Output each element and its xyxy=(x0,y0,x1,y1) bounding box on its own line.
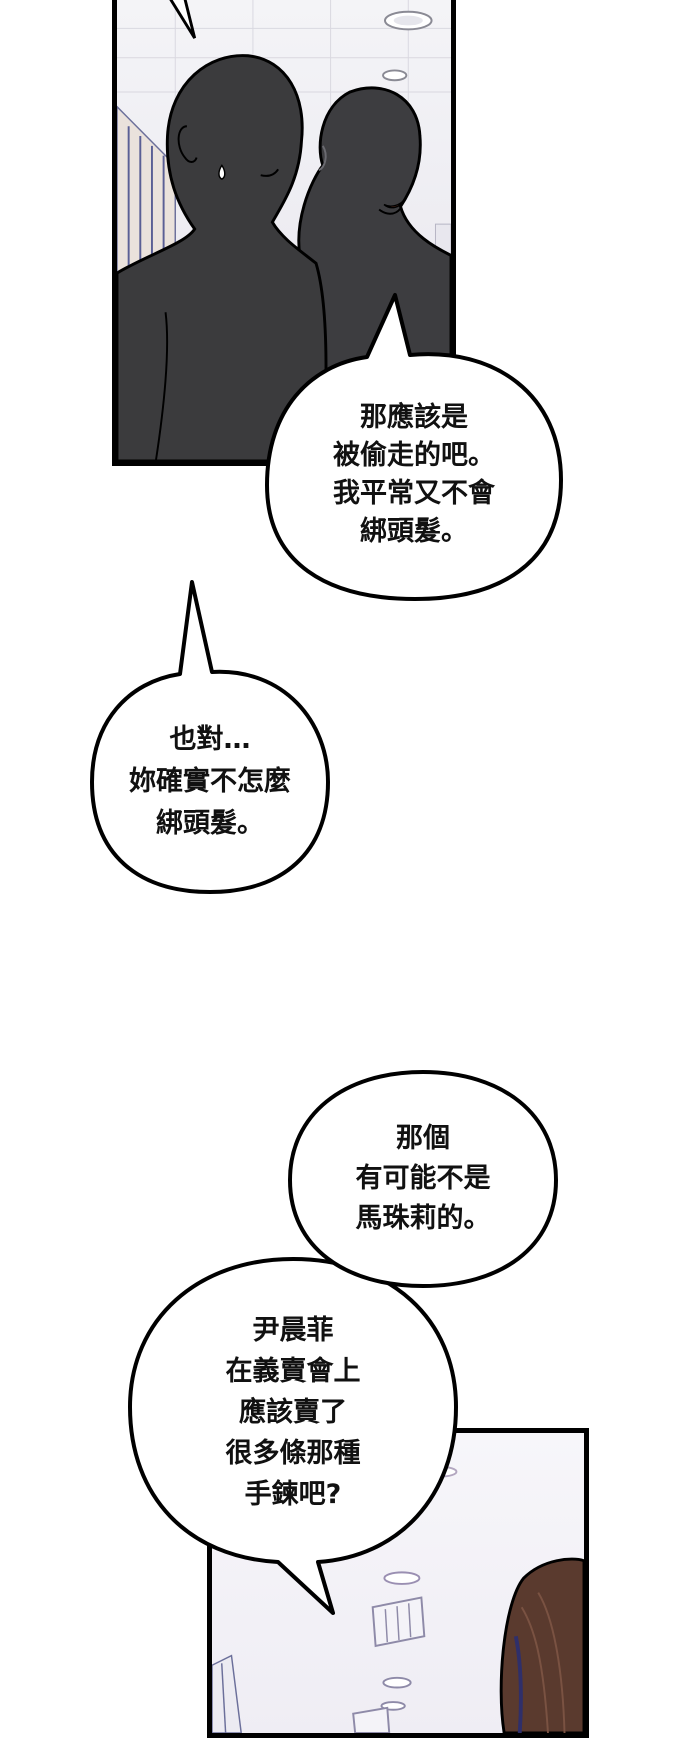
bubble-4-line: 尹晨菲 xyxy=(252,1314,334,1346)
ceiling-light-icon xyxy=(383,1571,421,1585)
speech-bubble-4: 尹晨菲 在義賣會上 應該賣了 很多條那種 手鍊吧? xyxy=(128,1257,458,1615)
ceiling-light-icon xyxy=(384,10,433,31)
bubble-shape xyxy=(90,580,330,894)
bubble-4-text: 尹晨菲 在義賣會上 應該賣了 很多條那種 手鍊吧? xyxy=(128,1297,458,1527)
bubble-shape xyxy=(128,1257,458,1615)
speech-bubble-1: 那應該是 被偷走的吧。 我平常又不會 綁頭髮。 xyxy=(265,293,563,601)
bubble-2-line: 妳確實不怎麼 xyxy=(129,766,291,797)
bubble-1-line: 那應該是 xyxy=(360,402,468,433)
girl-hair xyxy=(499,1557,584,1733)
ceiling-light-icon xyxy=(382,69,408,82)
bubble-3-line: 有可能不是 xyxy=(355,1163,491,1194)
ceiling-vent xyxy=(352,1706,391,1733)
bubble-1-line: 被偷走的吧。 xyxy=(333,440,495,471)
speech-bubble-2: 也對… 妳確實不怎麼 綁頭髮。 xyxy=(88,580,332,894)
bubble-1-line: 綁頭髮。 xyxy=(360,516,468,547)
bubble-3-line: 那個 xyxy=(396,1123,450,1154)
bubble-4-line: 應該賣了 xyxy=(239,1396,347,1428)
bubble-4-line: 在義賣會上 xyxy=(225,1355,361,1387)
bubble-shape xyxy=(265,293,563,601)
bubble-3-text: 那個 有可能不是 馬珠莉的。 xyxy=(288,1090,558,1268)
bubble-shape xyxy=(287,1069,559,1289)
ceiling-light-icon xyxy=(380,1676,412,1711)
bubble-2-text: 也對… 妳確實不怎麼 綁頭髮。 xyxy=(88,692,332,872)
speech-bubble-3: 那個 有可能不是 馬珠莉的。 xyxy=(287,1069,559,1289)
bubble-4-line: 很多條那種 xyxy=(225,1437,361,1469)
bubble-1-line: 我平常又不會 xyxy=(333,478,495,509)
bubble-1-text: 那應該是 被偷走的吧。 我平常又不會 綁頭髮。 xyxy=(265,380,563,570)
bubble-2-line: 綁頭髮。 xyxy=(156,808,264,839)
bubble-3-line: 馬珠莉的。 xyxy=(355,1203,491,1234)
ceiling-vent xyxy=(371,1596,426,1648)
bubble-2-line: 也對… xyxy=(169,724,251,755)
silhouette-left xyxy=(117,54,328,461)
bubble-4-line: 手鍊吧? xyxy=(244,1478,342,1510)
